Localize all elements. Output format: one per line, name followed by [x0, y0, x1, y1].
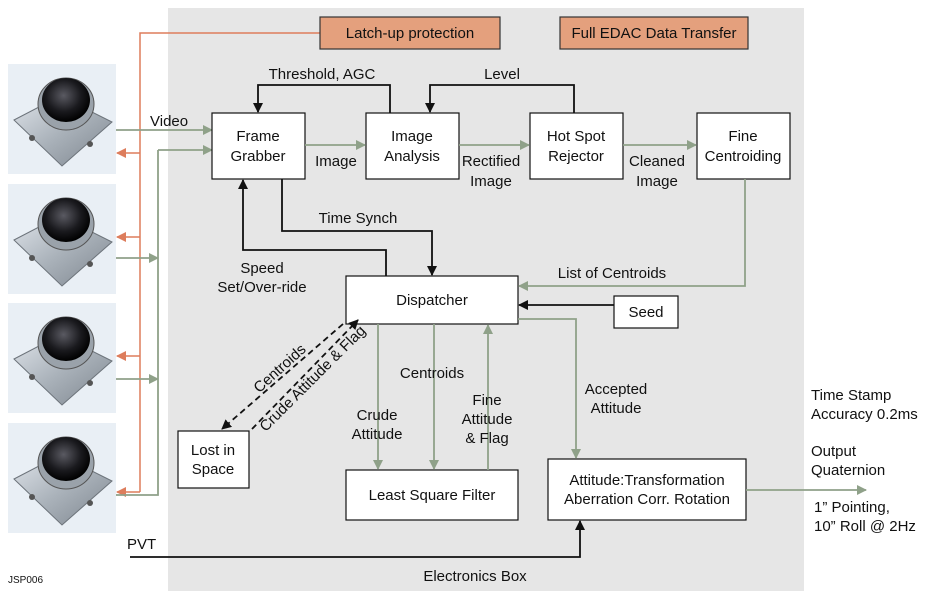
fine-centroiding-label-1: Fine — [728, 128, 757, 145]
edac-tag-label: Full EDAC Data Transfer — [571, 25, 736, 42]
fine-attitude-label-3: & Flag — [465, 430, 508, 447]
centroids-mid-label: Centroids — [400, 365, 464, 382]
frame-grabber-label-1: Frame — [236, 128, 279, 145]
fine-attitude-label-2: Attitude — [462, 411, 513, 428]
video-label: Video — [150, 113, 188, 130]
time-synch-label: Time Synch — [319, 210, 398, 227]
speed-label-1: Speed — [240, 260, 283, 277]
data-arrows — [305, 140, 867, 495]
threshold-agc-label: Threshold, AGC — [269, 66, 376, 83]
attitude-label-2: Aberration Corr. Rotation — [564, 491, 730, 508]
figure-id-label: JSP006 — [8, 575, 43, 586]
lost-in-space-label-2: Space — [192, 461, 235, 478]
speed-label-2: Set/Over-ride — [217, 279, 306, 296]
control-arrows — [130, 84, 614, 558]
camera-image-1 — [8, 64, 116, 174]
image-label: Image — [315, 153, 357, 170]
dispatcher-label: Dispatcher — [396, 292, 468, 309]
time-stamp-label-1: Time Stamp — [811, 387, 891, 404]
latchup-tag — [319, 16, 501, 50]
lost-in-space-box — [177, 430, 250, 489]
frame-grabber-label-2: Grabber — [230, 148, 285, 165]
dispatcher-box — [345, 275, 519, 325]
rectified-label-2: Image — [470, 173, 512, 190]
crude-attitude-label-1: Crude — [357, 407, 398, 424]
crude-attitude-label-2: Attitude — [352, 426, 403, 443]
image-analysis-box — [365, 112, 460, 180]
camera-image-2 — [8, 184, 116, 294]
pvt-label: PVT — [127, 536, 156, 553]
accepted-attitude-label-2: Attitude — [591, 400, 642, 417]
electronics-box-label: Electronics Box — [423, 568, 527, 585]
rectified-label-1: Rectified — [462, 153, 520, 170]
fine-centroiding-box — [696, 112, 791, 180]
hot-spot-label-2: Rejector — [548, 148, 604, 165]
latchup-tag-label: Latch-up protection — [346, 25, 474, 42]
list-of-centroids-label: List of Centroids — [558, 265, 666, 282]
cleaned-label-1: Cleaned — [629, 153, 685, 170]
hot-spot-rejector-box — [529, 112, 624, 180]
camera-image-4 — [8, 423, 116, 533]
pointing-label-1: 1” Pointing, — [814, 499, 890, 516]
accepted-attitude-label-1: Accepted — [585, 381, 648, 398]
lost-in-space-label-1: Lost in — [191, 442, 235, 459]
level-label: Level — [484, 66, 520, 83]
attitude-transformation-box — [547, 458, 747, 521]
fine-centroiding-label-2: Centroiding — [705, 148, 782, 165]
video-lines — [116, 125, 213, 496]
cleaned-label-2: Image — [636, 173, 678, 190]
output-label-2: Quaternion — [811, 462, 885, 479]
frame-grabber-box — [211, 112, 306, 180]
hot-spot-label-1: Hot Spot — [547, 128, 606, 145]
output-label-1: Output — [811, 443, 857, 460]
image-analysis-label-2: Analysis — [384, 148, 440, 165]
image-analysis-label-1: Image — [391, 128, 433, 145]
pointing-label-2: 10” Roll @ 2Hz — [814, 518, 916, 535]
least-square-filter-box — [345, 469, 519, 521]
latchup-lines — [116, 32, 320, 497]
time-stamp-label-2: Accuracy 0.2ms — [811, 406, 918, 423]
seed-label: Seed — [628, 304, 663, 321]
camera-image-3 — [8, 303, 116, 413]
fine-attitude-label-1: Fine — [472, 392, 501, 409]
seed-box — [613, 295, 679, 329]
least-square-filter-label: Least Square Filter — [369, 487, 496, 504]
attitude-label-1: Attitude:Transformation — [569, 472, 724, 489]
edac-tag — [559, 16, 749, 50]
